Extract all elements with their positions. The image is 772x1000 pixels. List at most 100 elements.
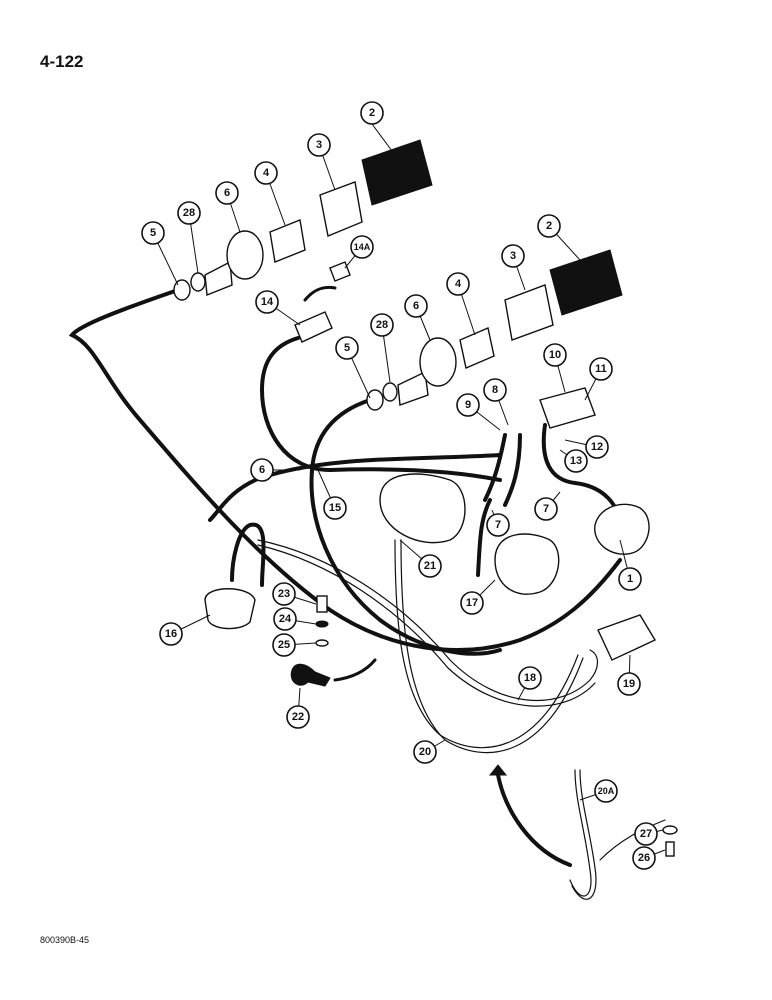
- svg-text:1: 1: [627, 573, 633, 585]
- svg-text:9: 9: [465, 399, 471, 411]
- callout-12: 12: [585, 435, 609, 459]
- svg-text:18: 18: [524, 672, 536, 684]
- svg-text:5: 5: [344, 342, 350, 354]
- callout-2-upper: 2: [360, 101, 384, 125]
- bulb-4-lower: [459, 327, 495, 369]
- gauge-lower: [366, 249, 623, 411]
- svg-text:14A: 14A: [354, 242, 371, 252]
- lockwasher-24: [315, 620, 329, 628]
- svg-text:19: 19: [623, 678, 635, 690]
- svg-text:27: 27: [640, 828, 652, 840]
- arrow-22: [333, 658, 377, 682]
- callout-14a: 14A: [350, 235, 374, 259]
- connector-19: [597, 614, 657, 661]
- washer-27: [662, 825, 678, 835]
- callout-14: 14: [255, 290, 279, 314]
- connector-14: [294, 311, 333, 343]
- callout-26: 26: [632, 846, 656, 870]
- svg-text:5: 5: [150, 227, 156, 239]
- callout-22: 22: [286, 705, 310, 729]
- callout-15: 15: [323, 496, 347, 520]
- washer-25: [315, 639, 329, 647]
- svg-text:26: 26: [638, 852, 650, 864]
- callout-4-upper: 4: [254, 161, 278, 185]
- svg-text:11: 11: [595, 363, 607, 375]
- callout-21: 21: [418, 554, 442, 578]
- gauge-6-lower: [419, 337, 457, 387]
- callout-11: 11: [589, 357, 613, 381]
- wire-16: [230, 522, 266, 587]
- svg-text:28: 28: [376, 319, 388, 331]
- svg-text:3: 3: [316, 139, 322, 151]
- svg-text:7: 7: [495, 519, 501, 531]
- bulb-14a: [329, 261, 351, 282]
- svg-text:14: 14: [261, 296, 274, 308]
- callout-24: 24: [273, 607, 297, 631]
- svg-text:2: 2: [369, 107, 375, 119]
- bolt-23: [316, 595, 328, 613]
- clamp-22: [290, 663, 331, 687]
- callout-16: 16: [159, 622, 183, 646]
- bolt-26: [665, 841, 675, 857]
- svg-text:22: 22: [292, 711, 304, 723]
- washer-28-upper: [190, 272, 206, 292]
- callout-3-upper: 3: [307, 133, 331, 157]
- lens-3-upper: [319, 181, 363, 237]
- callout-2-lower: 2: [537, 214, 561, 238]
- callout-5-lower: 5: [335, 336, 359, 360]
- bulb-4-upper: [269, 219, 306, 263]
- svg-text:4: 4: [455, 278, 462, 290]
- svg-text:6: 6: [413, 300, 419, 312]
- svg-text:17: 17: [466, 597, 478, 609]
- callout-8: 8: [483, 378, 507, 402]
- svg-text:6: 6: [224, 187, 230, 199]
- callout-3-lower: 3: [501, 244, 525, 268]
- svg-text:10: 10: [549, 349, 561, 361]
- callout-28-upper: 28: [177, 201, 201, 225]
- wire-20a: [569, 769, 592, 897]
- key-switch-1: [594, 503, 650, 555]
- gauge-6-upper: [226, 230, 264, 280]
- wire-6-lower: [208, 453, 502, 522]
- callout-17: 17: [460, 591, 484, 615]
- callout-23: 23: [272, 582, 296, 606]
- svg-text:20: 20: [419, 746, 431, 758]
- wire-20a-c: [599, 819, 666, 861]
- callout-25: 25: [272, 633, 296, 657]
- wire-18: [257, 539, 599, 702]
- callout-20: 20: [413, 740, 437, 764]
- gauge-stud-lower: [397, 370, 429, 406]
- svg-text:6: 6: [259, 464, 265, 476]
- callouts: 1 2 2 3 3 4 4 5 5 6 6 6 7 7 8 9 10 11 12…: [141, 101, 666, 870]
- svg-text:12: 12: [591, 441, 603, 453]
- page-number: 4-122: [40, 52, 84, 71]
- wire-7a: [483, 433, 507, 502]
- cover-2-lower: [549, 249, 623, 316]
- callout-13: 13: [564, 449, 588, 473]
- gauge-stud-upper: [204, 260, 233, 296]
- callout-9: 9: [456, 393, 480, 417]
- grommet-5-upper: [173, 279, 191, 301]
- svg-text:15: 15: [329, 502, 341, 514]
- svg-text:23: 23: [278, 588, 290, 600]
- svg-text:4: 4: [263, 167, 270, 179]
- svg-text:3: 3: [510, 250, 516, 262]
- svg-text:24: 24: [279, 613, 292, 625]
- gauge-upper: [173, 139, 433, 301]
- callout-6-harness: 6: [250, 458, 274, 482]
- wire-15: [309, 398, 502, 656]
- cover-2-upper: [361, 139, 433, 206]
- callout-20a: 20A: [594, 779, 618, 803]
- arrow-20a-head: [488, 764, 508, 776]
- svg-text:21: 21: [424, 560, 436, 572]
- wire-7b: [503, 433, 522, 507]
- callout-19: 19: [617, 672, 641, 696]
- document-code: 800390B-45: [40, 935, 90, 945]
- washer-28-lower: [382, 382, 398, 402]
- wire-harness: [68, 288, 666, 900]
- callout-10: 10: [543, 343, 567, 367]
- wire-main-harness: [68, 288, 622, 652]
- callout-28-lower: 28: [370, 313, 394, 337]
- callout-18: 18: [518, 666, 542, 690]
